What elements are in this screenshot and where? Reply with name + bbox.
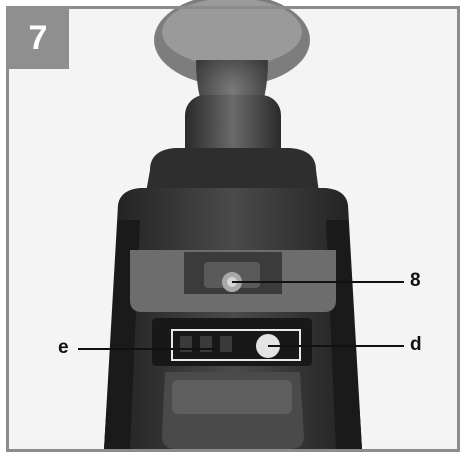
callout-8: 8 <box>410 270 421 291</box>
charge-bar-3 <box>220 336 232 352</box>
callout-d: d <box>410 334 422 355</box>
battery-release-face <box>172 380 292 414</box>
figure-number-badge: 7 <box>7 7 69 69</box>
callout-e: e <box>58 337 69 358</box>
chuck-highlight <box>162 0 302 66</box>
